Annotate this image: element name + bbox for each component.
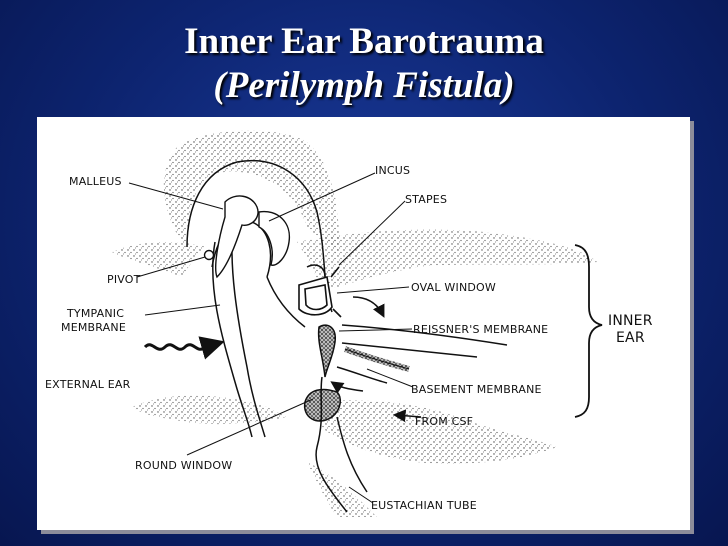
label-tympanic-1: TYMPANIC [66,307,124,320]
ossicles [203,195,291,279]
label-round-window: ROUND WINDOW [135,459,232,472]
label-external-ear: EXTERNAL EAR [45,378,131,391]
ear-diagram: MALLEUS INCUS STAPES PIVOT TYMPANIC MEMB… [45,130,653,517]
slide-title: Inner Ear Barotrauma (Perilymph Fistula) [0,20,728,108]
label-pivot: PIVOT [107,273,141,286]
label-inner-ear-1: INNER [608,313,653,329]
label-stapes: STAPES [405,193,447,206]
label-reissners-membrane: REISSNER'S MEMBRANE [413,323,548,336]
label-inner-ear-2: EAR [616,330,645,346]
label-malleus: MALLEUS [69,175,122,188]
label-oval-window: OVAL WINDOW [411,281,496,294]
leader-lines [128,172,414,504]
stapes-oval-window [298,266,342,318]
label-eustachian-tube: EUSTACHIAN TUBE [371,499,477,512]
label-basement-membrane: BASEMENT MEMBRANE [411,383,542,396]
title-subtitle: (Perilymph Fistula) [213,65,515,106]
label-incus: INCUS [375,164,410,177]
diagram-panel: MALLEUS INCUS STAPES PIVOT TYMPANIC MEMB… [37,117,690,530]
inner-ear-membranes [303,324,508,513]
flow-arrows [143,296,422,423]
label-from-csf: FROM CSF [415,415,473,428]
title-main: Inner Ear Barotrauma [184,21,544,62]
label-tympanic-2: MEMBRANE [61,321,126,334]
bone-tissue [112,130,597,517]
inner-ear-brace [574,244,603,418]
